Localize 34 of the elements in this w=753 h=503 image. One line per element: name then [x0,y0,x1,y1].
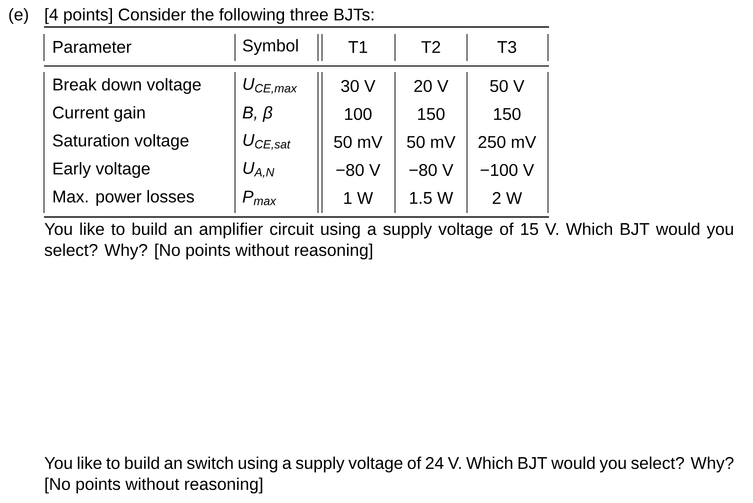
value-text: 1.5 W [410,192,454,204]
symbol-text: U$_{A,N}$ [243,162,274,178]
row-label: Break down voltage [54,78,201,94]
value-text: 250 mV [478,136,536,148]
row-label: Saturation voltage [52,134,188,150]
value-text: 150 [494,108,521,120]
column-header: T3 [497,40,516,54]
row-label: Current gain [53,106,145,122]
value-text: 100 [345,108,372,120]
column-header: T2 [421,41,440,53]
question-text: You like to build an switch using a supply voltage of 24 V. Which BJT would you select? Why? [No points without reasoning] [44,456,734,494]
part-label: (e) [9,8,28,24]
symbol-text: U$_{CE,sat}$ [243,134,291,150]
question-text: You like to build an amplifier circuit using a supply voltage of 15 V. Which BJT would you select? Why? [No points without reasoning] [44,222,733,260]
symbol-text: B, β [242,106,272,122]
value-text: 50 mV [407,136,456,148]
value-text: 1 W [344,192,374,204]
value-text: 150 [418,108,445,120]
value-text: 50 V [490,80,524,92]
value-text: −100 V [480,164,534,176]
symbol-text: U$_{CE,max}$ [243,78,298,94]
value-text: 50 mV [334,136,382,148]
symbol-text: P$_{max}$ [242,190,276,206]
value-text: 30 V [341,80,376,92]
row-label: Max. power losses [54,190,194,206]
value-text: 2 W [492,192,522,204]
column-header: Parameter [54,41,132,53]
value-text: 20 V [414,80,448,92]
column-header: Symbol [242,39,298,55]
value-text: −80 V [336,164,380,176]
column-header: T1 [348,41,368,53]
value-text: −80 V [409,164,454,176]
heading-text: [4 points] Consider the following three BJTs: [45,8,374,24]
row-label: Early voltage [54,162,150,178]
